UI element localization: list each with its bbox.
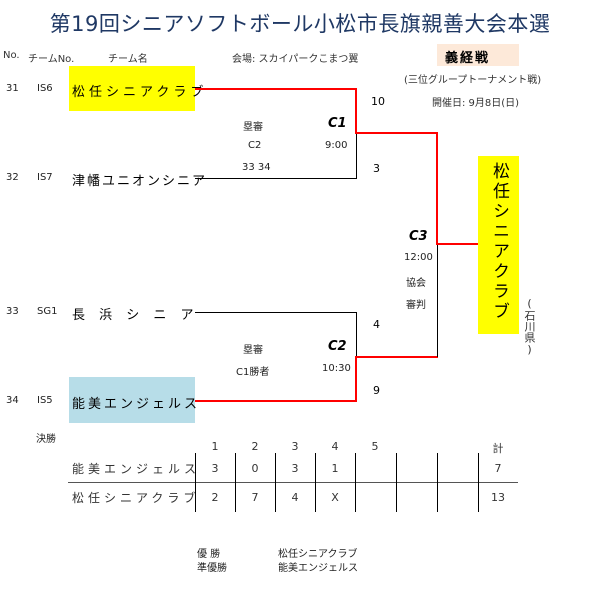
c2-score-top: 4 — [373, 318, 380, 331]
bracket-line-champion — [436, 243, 478, 245]
scoreboard-col-line — [478, 453, 479, 512]
c1-court: C1 — [328, 116, 347, 131]
champion-prefecture: (石川県) — [523, 297, 536, 356]
score-cell: 1 — [331, 462, 339, 475]
c2-court: C2 — [328, 339, 347, 354]
bracket-line-c1-winner — [355, 132, 438, 134]
champion-box: 松任シニアクラブ — [478, 156, 519, 334]
total-cell: 7 — [494, 462, 502, 475]
score-cell: 3 — [291, 462, 299, 475]
runner-up-label: 準優勝 — [197, 563, 227, 574]
bracket-line-34 — [195, 400, 357, 402]
team-name: 長 浜 シ ニ ア — [72, 308, 199, 323]
team-code-cell: IS6 — [37, 83, 53, 94]
inning-header: 5 — [371, 440, 379, 453]
champion-label: 優 勝 — [197, 549, 221, 560]
header-team-no: チームNo. — [28, 54, 75, 65]
c3-court: C3 — [409, 229, 428, 244]
c3-time: 12:00 — [404, 252, 433, 263]
header-team-name: チーム名 — [108, 54, 148, 65]
scoreboard-col-line — [195, 453, 196, 512]
score-cell: 3 — [211, 462, 219, 475]
runner-up-result: 能美エンジェルス — [278, 563, 358, 574]
inning-header: 3 — [291, 440, 299, 453]
bracket-line-33 — [195, 312, 357, 313]
team-highlight — [69, 377, 195, 423]
bracket-line-32 — [195, 178, 357, 179]
bracket-name: 義経戦 — [445, 51, 491, 66]
c1-umpire: C2 — [248, 140, 262, 151]
page-title: 第19回シニアソフトボール小松市長旗親善大会本選 — [49, 12, 551, 36]
c2-time: 10:30 — [322, 363, 351, 374]
score-cell: 2 — [211, 491, 219, 504]
team-code-cell: SG1 — [37, 306, 58, 317]
c1-time: 9:00 — [325, 140, 348, 151]
bracket-line-c2-lower — [355, 356, 357, 402]
scoreboard-divider — [68, 482, 518, 483]
c2-umpire: C1勝者 — [236, 367, 270, 378]
scoreboard-col-line — [315, 453, 316, 512]
bracket-line-c1-upper — [355, 88, 357, 134]
bracket-subtitle: (三位グループトーナメント戦) — [404, 75, 542, 86]
score-cell: 7 — [251, 491, 259, 504]
c3-umpire-line2: 審判 — [406, 300, 426, 311]
team-name: 能美エンジェルス — [72, 397, 201, 412]
inning-header: 2 — [251, 440, 259, 453]
team-no-cell: 33 — [6, 306, 19, 317]
team-no-cell: 34 — [6, 395, 19, 406]
scoreboard-team: 松任シニアクラブ — [72, 491, 200, 505]
team-code-cell: IS7 — [37, 172, 53, 183]
bracket-line-c3-upper — [436, 132, 438, 245]
header-no: No. — [3, 50, 20, 61]
scoreboard-col-line — [235, 453, 236, 512]
scoreboard-col-line — [437, 453, 438, 512]
champion-result: 松任シニアクラブ — [278, 549, 358, 560]
c3-umpire-line1: 協会 — [406, 278, 426, 289]
champion-name: 松任シニアクラブ — [489, 162, 509, 322]
event-date: 開催日: 9月8日(日) — [432, 98, 520, 109]
c2-score-bottom: 9 — [373, 384, 380, 397]
inning-header: 1 — [211, 440, 219, 453]
total-header: 計 — [492, 442, 504, 455]
inning-header: 4 — [331, 440, 339, 453]
scoreboard-col-line — [396, 453, 397, 512]
scoreboard-team: 能美エンジェルス — [72, 462, 201, 476]
c1-umpire-teams: 33 34 — [242, 162, 271, 173]
c1-umpire-label: 塁審 — [243, 122, 263, 133]
bracket-tag: 義経戦 — [437, 44, 519, 66]
score-cell: 4 — [291, 491, 299, 504]
total-cell: 13 — [491, 491, 505, 504]
c2-umpire-label: 塁審 — [243, 345, 263, 356]
final-label: 決勝 — [36, 434, 56, 445]
c1-score-top: 10 — [371, 95, 385, 108]
team-highlight — [69, 66, 195, 111]
bracket-line-c3-lower — [437, 244, 438, 357]
scoreboard-col-line — [355, 453, 356, 512]
team-name: 松任シニアクラブ — [72, 85, 208, 100]
scoreboard-col-line — [275, 453, 276, 512]
score-cell: X — [331, 491, 339, 504]
bracket-line-31 — [195, 88, 357, 90]
score-cell: 0 — [251, 462, 259, 475]
bracket-line-c2-upper — [356, 312, 357, 357]
bracket-line-c1-lower — [356, 134, 357, 179]
team-name: 津幡ユニオンシニア — [72, 174, 208, 189]
team-no-cell: 31 — [6, 83, 19, 94]
bracket-line-c2-winner — [355, 356, 438, 358]
team-code-cell: IS5 — [37, 395, 53, 406]
team-no-cell: 32 — [6, 172, 19, 183]
c1-score-bottom: 3 — [373, 162, 380, 175]
venue: 会場: スカイパークこまつ翼 — [232, 54, 359, 65]
